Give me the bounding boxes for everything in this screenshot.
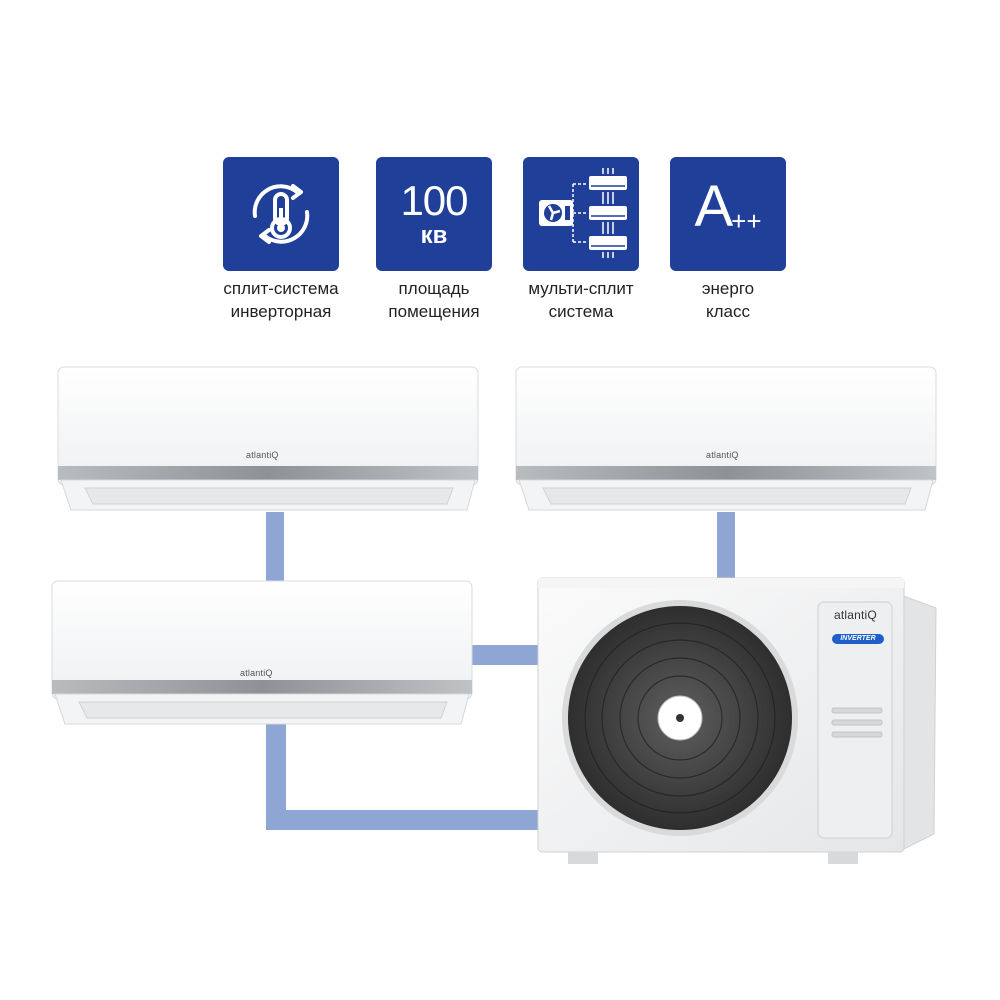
indoor-brand-top-left: atlantiQ [246,450,279,460]
area-value: 100 [400,177,468,224]
indoor-unit-middle-left [51,580,473,725]
pipe-lower-horizontal [266,810,544,830]
pipe-lower-vertical [266,722,286,828]
multi-split-icon [539,168,627,258]
outdoor-brand: atlantiQ [834,608,877,622]
feature-area: 100 кв [376,157,492,271]
thermometer-cycle-icon [252,184,310,244]
caption-multi-split: мульти-сплит система [528,279,634,321]
pipe-right-upper [717,512,735,578]
indoor-unit-top-right [515,366,937,511]
feature-inverter [223,157,339,271]
caption-inverter: сплит-система инверторная [223,279,339,321]
feature-energy-class: A++ [670,157,786,271]
caption-area: площадь помещения [388,279,480,321]
energy-class-value: A++ [694,174,762,239]
inverter-badge: INVERTER [840,635,876,642]
pipe-middle-horizontal [470,645,544,665]
feature-multi-split [523,157,639,271]
indoor-unit-top-left [57,366,479,511]
indoor-brand-top-right: atlantiQ [706,450,739,460]
indoor-brand-middle-left: atlantiQ [240,668,273,678]
caption-energy-class: энерго класс [701,279,755,321]
outdoor-unit [537,577,937,864]
pipe-left-upper [266,512,284,582]
area-unit: кв [420,222,448,249]
